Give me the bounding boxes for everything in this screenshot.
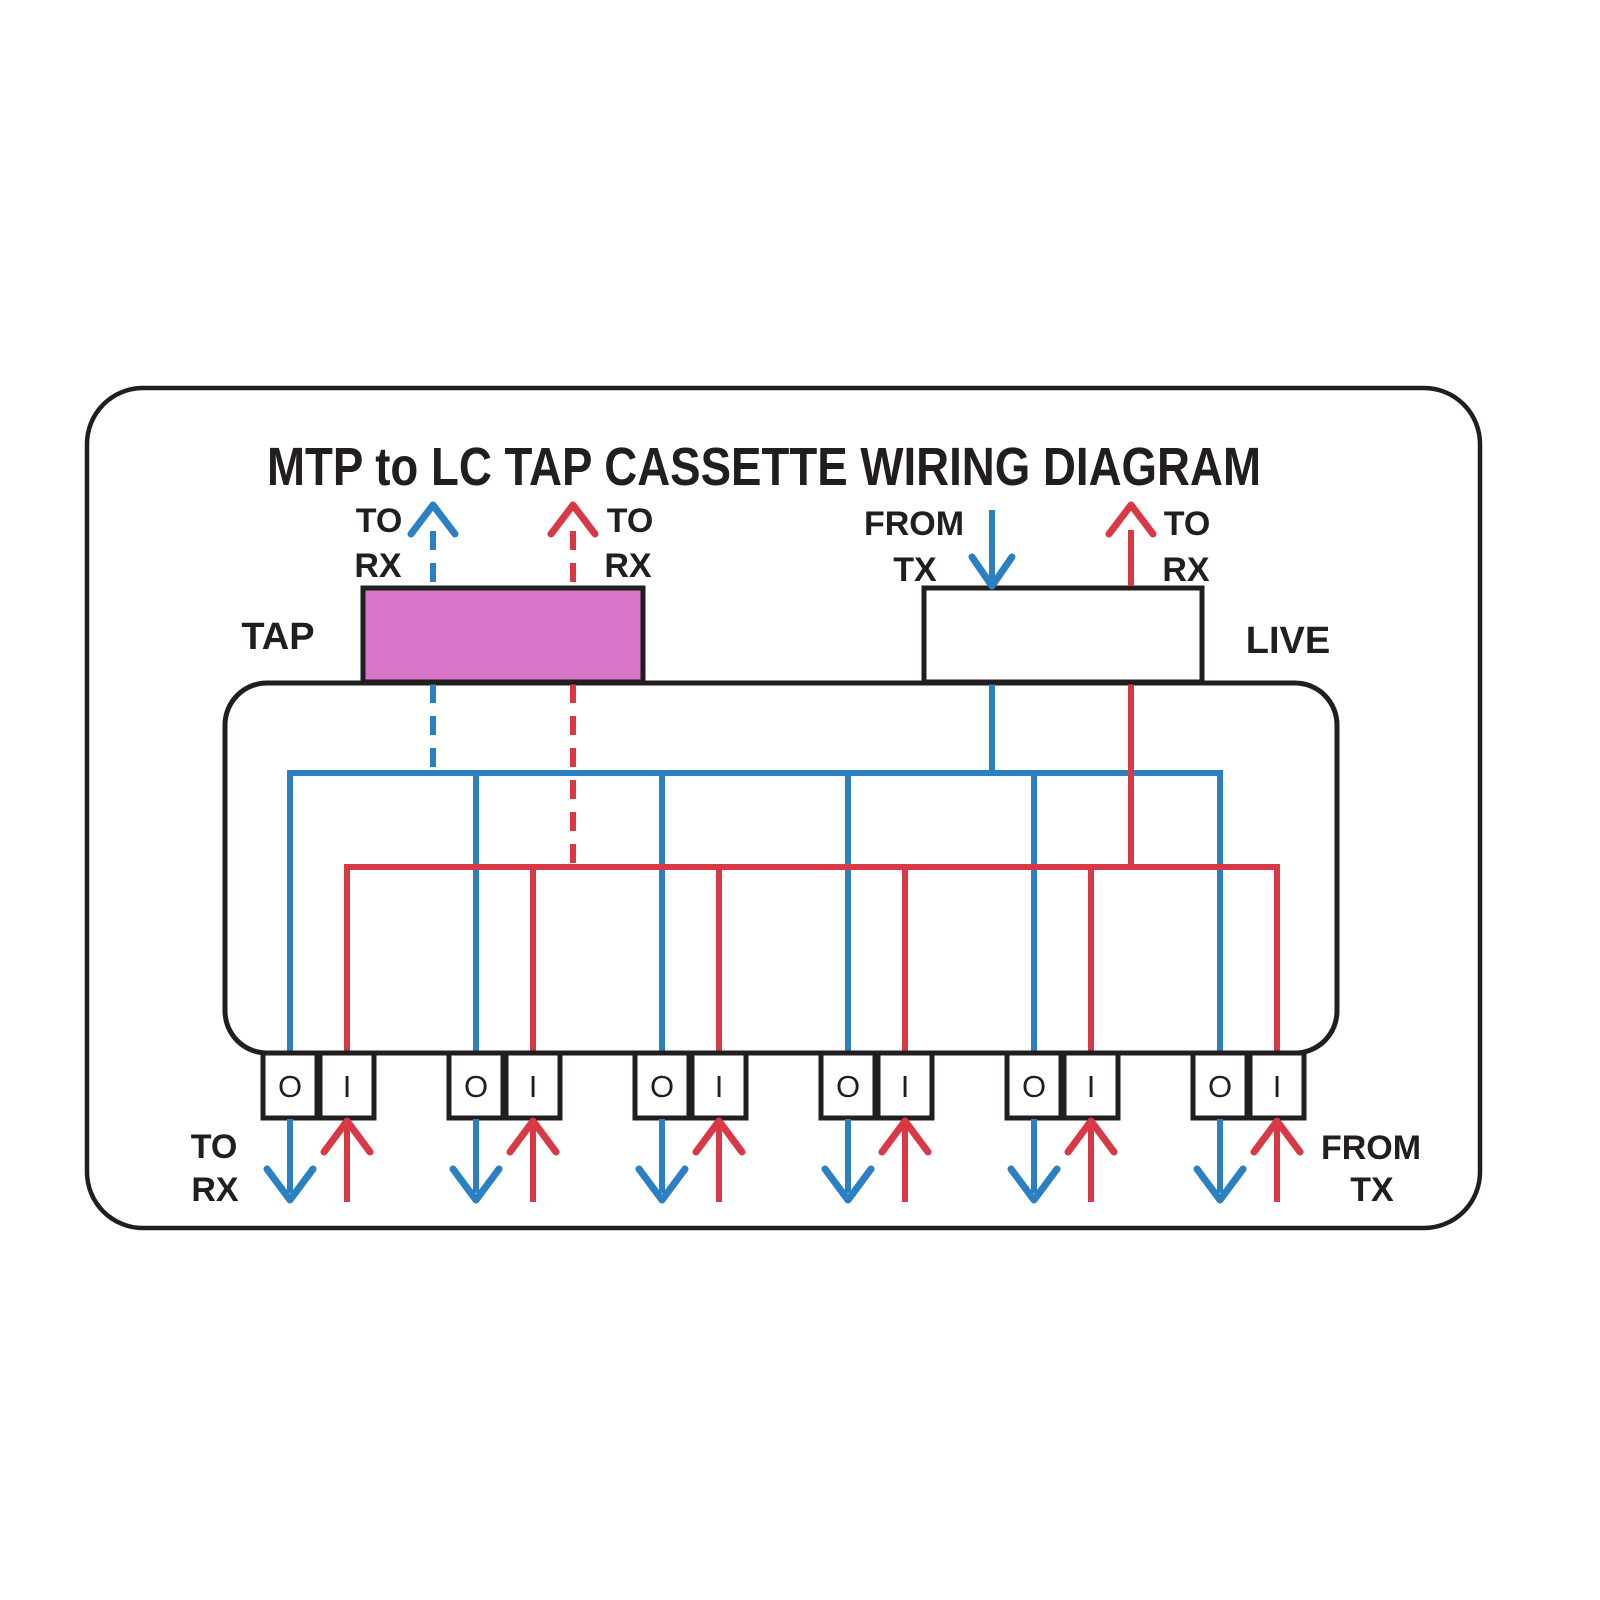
port-out-label: O [1208, 1069, 1232, 1104]
port-out-label: O [836, 1069, 860, 1104]
page-title: MTP to LC TAP CASSETTE WIRING DIAGRAM [267, 437, 1261, 497]
port-in-label: I [529, 1069, 538, 1104]
tap-red-arrow-head [547, 501, 599, 538]
live-red-arrow-label-line1: TO [1164, 505, 1211, 543]
tap-blue-arrow-head [407, 501, 459, 538]
port-out-box [446, 1050, 506, 1121]
live-connector-box [921, 585, 1205, 685]
port-out-arrow-head [263, 1165, 317, 1204]
blue-fiber-bus [287, 770, 1223, 1053]
port-in-arrow-head [320, 1117, 374, 1156]
live-red-arrow-label-line2: RX [1162, 551, 1210, 589]
tap-red-arrow-label-line2: RX [604, 547, 652, 585]
port-out-arrow-head [1007, 1165, 1061, 1204]
port-out-label: O [464, 1069, 488, 1104]
port-in-box [503, 1050, 563, 1121]
live-red-arrow [1105, 501, 1157, 586]
port-out-arrow-head [449, 1165, 503, 1204]
tap-blue-arrow-label-line2: RX [354, 547, 402, 585]
port-out-arrow-head [821, 1165, 875, 1204]
port-in-label: I [1273, 1069, 1282, 1104]
port-out-box [632, 1050, 692, 1121]
lc-port-pair-5: O I [1004, 1050, 1121, 1204]
port-in-arrow-head [1064, 1117, 1118, 1156]
port-out-box [260, 1050, 320, 1121]
port-out-arrow-head [635, 1165, 689, 1204]
port-in-label: I [901, 1069, 910, 1104]
lc-port-pair-1: O I [260, 1050, 377, 1204]
port-out-arrow-head [1193, 1165, 1247, 1204]
bottom-right-label-line2: TX [1350, 1171, 1394, 1209]
port-in-label: I [715, 1069, 724, 1104]
tap-red-arrow [547, 501, 599, 586]
outer-border [84, 385, 1483, 1231]
live-red-arrow-head [1105, 501, 1157, 538]
lc-port-pair-2: O I [446, 1050, 563, 1204]
port-in-arrow-head [506, 1117, 560, 1156]
live-blue-arrow-head [968, 553, 1016, 590]
bottom-left-label-line1: TO [191, 1128, 238, 1166]
tap-label: TAP [241, 616, 314, 658]
bottom-right-label-line1: FROM [1321, 1129, 1421, 1167]
port-out-box [1190, 1050, 1250, 1121]
port-out-label: O [650, 1069, 674, 1104]
red-fiber-bus [344, 864, 1280, 1053]
port-in-arrow-head [1250, 1117, 1304, 1156]
lc-port-pair-6: O I [1190, 1050, 1307, 1204]
port-in-box [1247, 1050, 1307, 1121]
port-out-label: O [278, 1069, 302, 1104]
tap-blue-arrow [407, 501, 459, 586]
port-in-arrow-head [878, 1117, 932, 1156]
live-blue-arrow-label-line2: TX [893, 551, 937, 589]
port-out-box [818, 1050, 878, 1121]
bottom-left-label-line2: RX [191, 1171, 239, 1209]
port-out-box [1004, 1050, 1064, 1121]
live-blue-arrow-label-line1: FROM [864, 505, 964, 543]
live-blue-arrow [968, 510, 1016, 590]
port-in-label: I [1087, 1069, 1096, 1104]
lc-port-pair-3: O I [632, 1050, 749, 1204]
lc-port-pair-4: O I [818, 1050, 935, 1204]
port-in-box [1061, 1050, 1121, 1121]
tap-blue-arrow-label-line1: TO [356, 502, 403, 540]
tap-red-arrow-label-line1: TO [607, 502, 654, 540]
port-in-arrow-head [692, 1117, 746, 1156]
port-out-label: O [1022, 1069, 1046, 1104]
port-in-box [875, 1050, 935, 1121]
tap-connector-box [360, 585, 646, 685]
port-in-label: I [343, 1069, 352, 1104]
port-in-box [689, 1050, 749, 1121]
live-label: LIVE [1246, 620, 1330, 662]
